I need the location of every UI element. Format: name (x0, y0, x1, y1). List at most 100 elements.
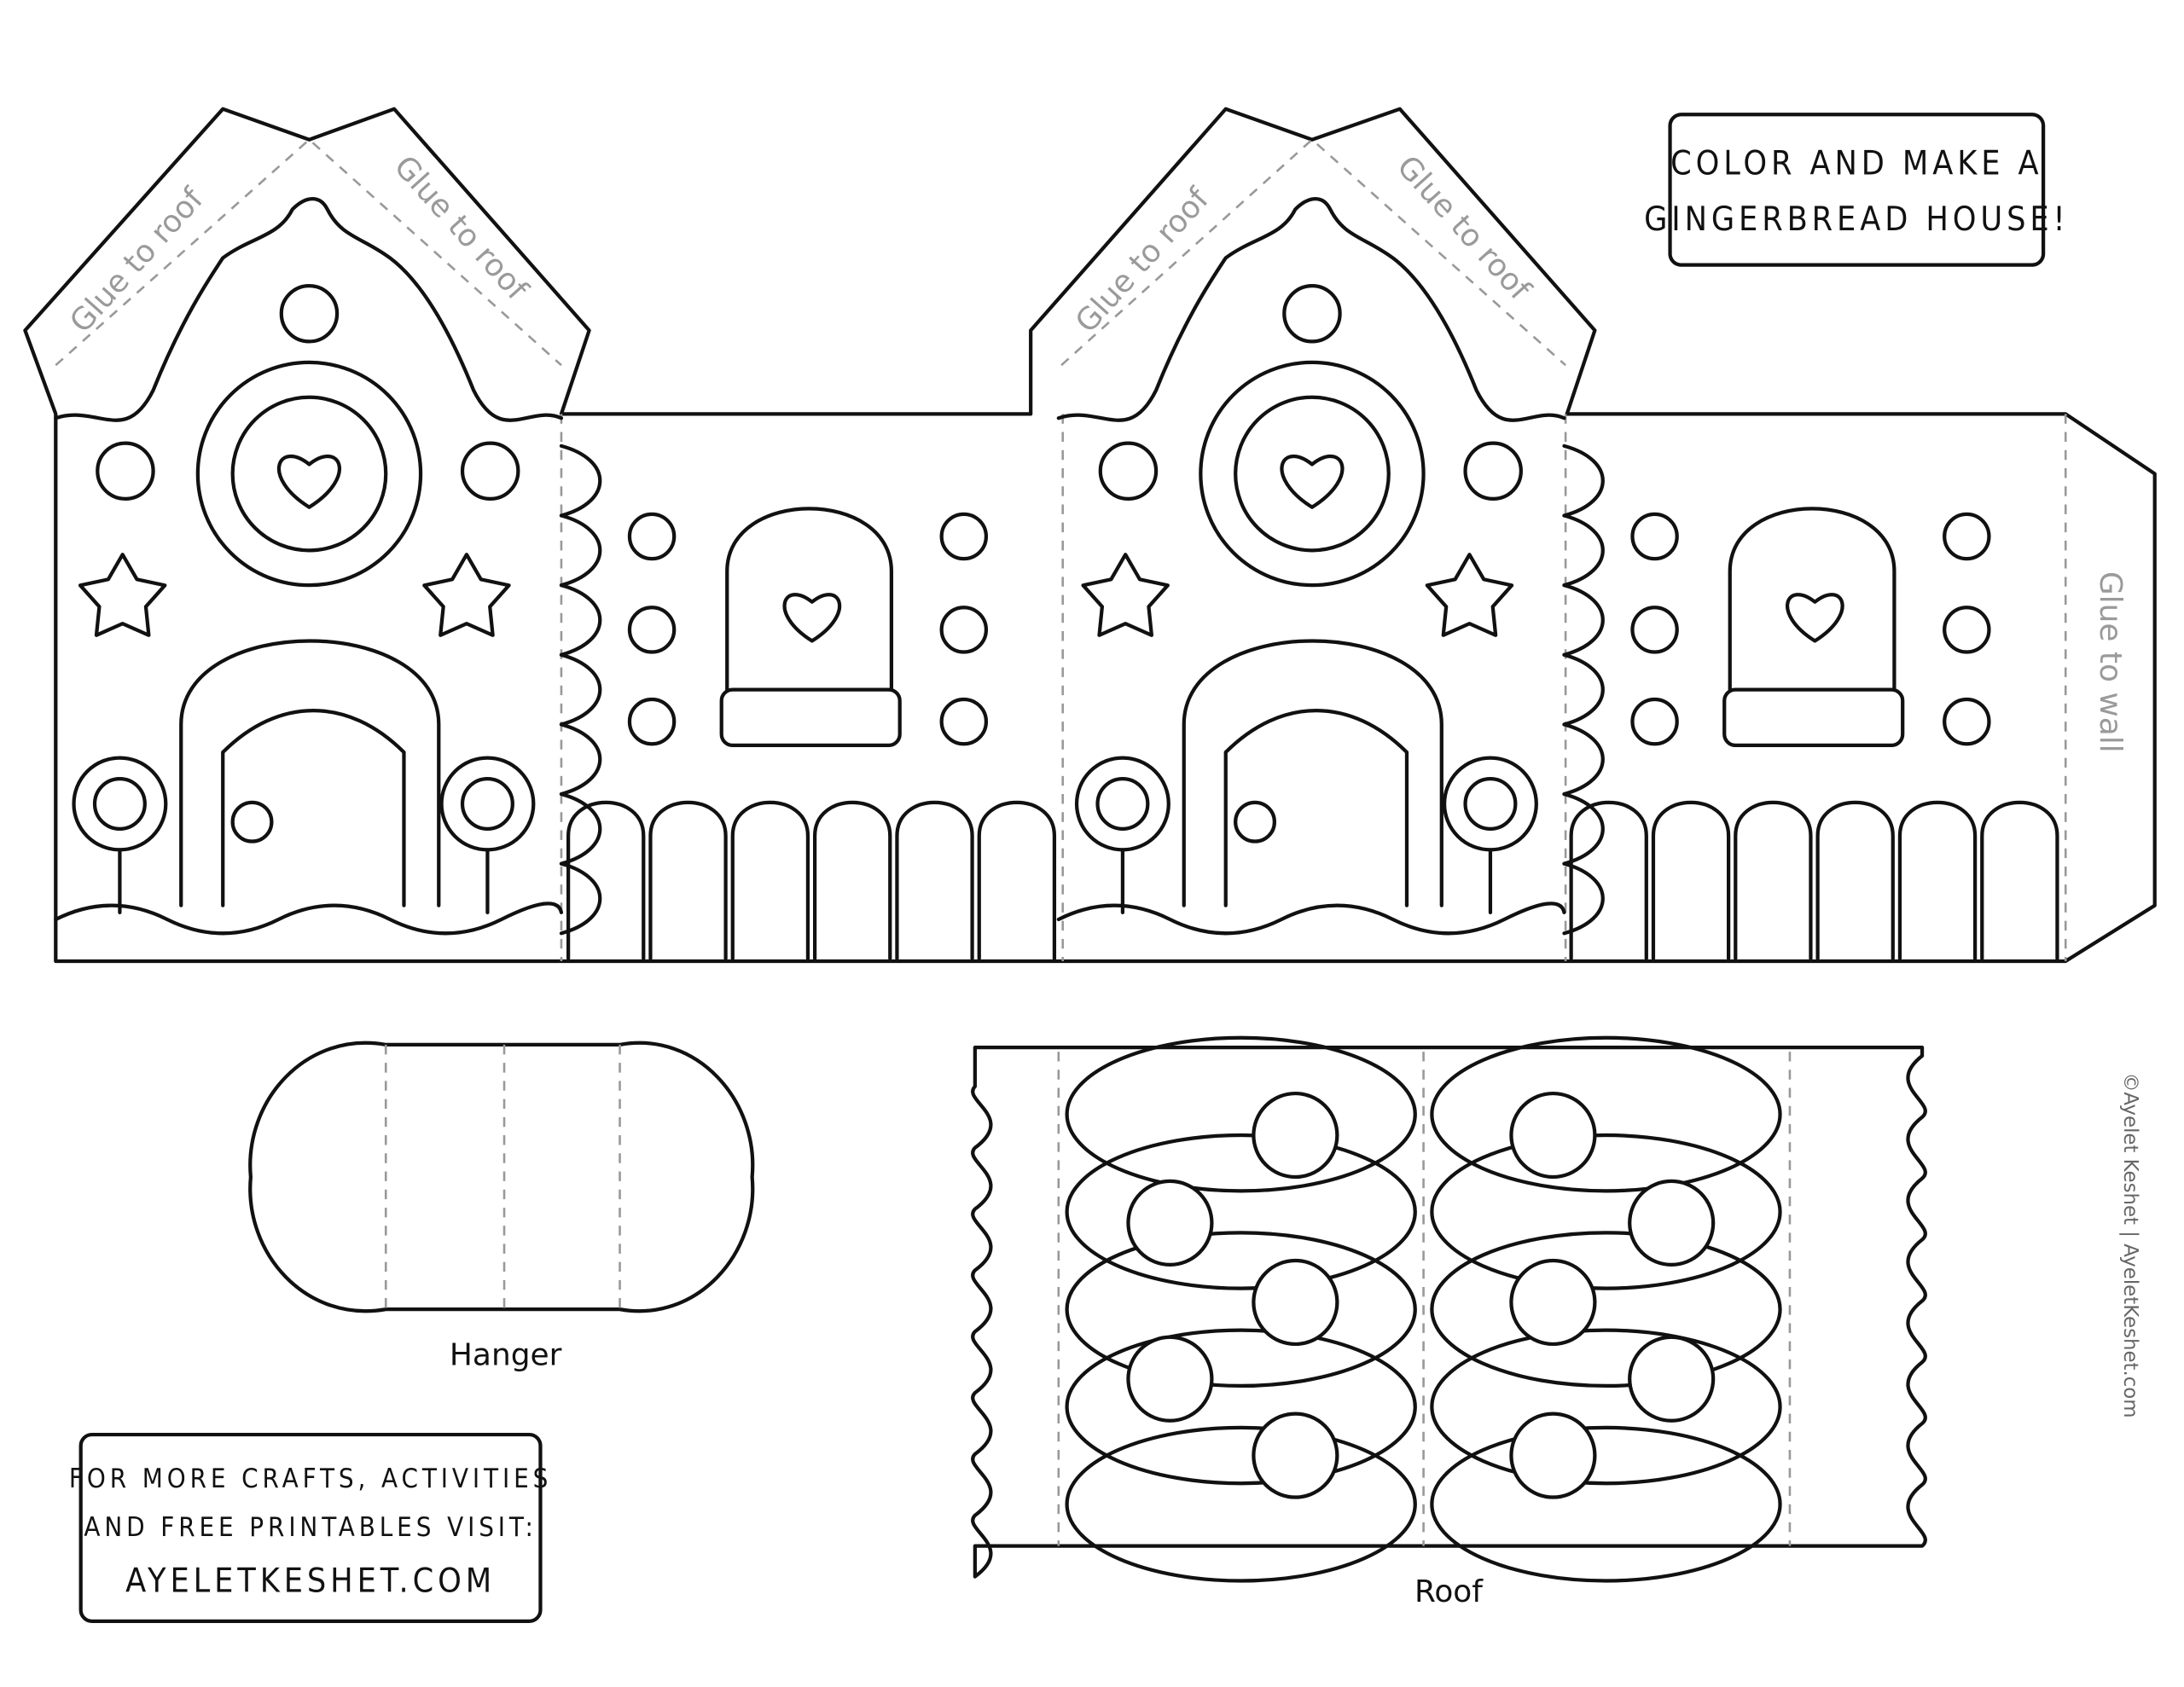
decor-circle (939, 697, 989, 746)
decor-circle (279, 284, 340, 344)
fence-post (1734, 800, 1813, 960)
door (1223, 709, 1409, 907)
roof-scale (1430, 1328, 1782, 1486)
candy-dot (1252, 1091, 1339, 1180)
door-knob (1234, 800, 1276, 844)
candy-dot (1628, 1179, 1716, 1267)
wreath-outer (1199, 360, 1426, 588)
fence-post (1651, 800, 1731, 960)
window-sill (719, 687, 902, 748)
fence-post (977, 800, 1057, 960)
corner-icing (1562, 861, 1605, 936)
decor-circle (627, 606, 677, 654)
corner-icing (559, 791, 602, 866)
lollipop (439, 756, 536, 852)
candy-dot (1126, 1179, 1214, 1267)
decor-circle (1098, 441, 1159, 501)
fence-post (1815, 800, 1895, 960)
corner-icing (1562, 722, 1605, 797)
candy-dot (1509, 1258, 1597, 1347)
fence-post (648, 800, 728, 960)
decor-circle (96, 441, 155, 501)
roof-scale (1430, 1035, 1782, 1193)
corner-icing (559, 861, 602, 936)
house-decorations (54, 196, 2059, 960)
copyright: ©Ayelet Keshet | AyeletKeshet.com (2119, 1073, 2141, 1418)
hanger-piece (248, 1041, 755, 1313)
fence-post (730, 800, 810, 960)
title-line-2: GINGERBREAD HOUSE! (1644, 200, 2069, 239)
door-arch (179, 639, 441, 907)
fence-post (1980, 800, 2059, 960)
corner-icing (1562, 513, 1605, 588)
star-icon (78, 553, 167, 637)
lollipop-swirl (460, 776, 514, 831)
window-sill (1722, 687, 1905, 748)
window-frame (1728, 507, 1896, 692)
roof-piece (971, 1035, 1927, 1583)
wreath-outer (195, 360, 423, 588)
roof-scale (1065, 1425, 1417, 1583)
wreath-inner (230, 395, 388, 553)
promo-line-3: AYELETKESHET.COM (125, 1562, 496, 1601)
corner-icing (1562, 583, 1605, 657)
fence-post (1569, 800, 1648, 960)
door-arch (1182, 639, 1443, 907)
fold-lines (55, 137, 2067, 961)
lollipop (1074, 756, 1170, 852)
star-icon (1425, 553, 1514, 637)
snow-line (1056, 901, 1566, 936)
roof-scale (1430, 1133, 1782, 1290)
decor-circle (1630, 512, 1679, 561)
fence-post (812, 800, 892, 960)
corner-icing (559, 583, 602, 657)
corner-icing (559, 513, 602, 588)
decor-circle (1630, 606, 1679, 654)
window-frame (725, 507, 894, 692)
roof-label: Roof (1414, 1574, 1484, 1609)
fence-post (895, 800, 974, 960)
door (221, 709, 406, 907)
icing-line (54, 196, 564, 422)
corner-icing (559, 722, 602, 797)
roof-scale (1065, 1231, 1417, 1388)
lollipop (1442, 756, 1538, 852)
decor-circle (460, 441, 520, 501)
lollipop-swirl (1463, 776, 1518, 831)
corner-icing (1562, 791, 1605, 866)
decor-circle (939, 512, 989, 561)
decor-circle (939, 606, 989, 654)
candy-dot (1252, 1258, 1339, 1347)
candy-dot (1126, 1335, 1214, 1423)
promo-line-1: FOR MORE CRAFTS, ACTIVITIES (69, 1464, 552, 1494)
decor-circle (1282, 284, 1342, 344)
corner-icing (1562, 652, 1605, 727)
candy-dot (1628, 1335, 1716, 1423)
decor-circle (1943, 512, 1991, 561)
promo-line-2: AND FREE PRINTABLES VISIT: (84, 1512, 537, 1543)
icing-line (1056, 196, 1566, 422)
decor-circle (1943, 606, 1991, 654)
candy-dot (1509, 1412, 1597, 1499)
heart-icon (1786, 593, 1844, 643)
heart-icon (782, 593, 842, 643)
decor-circle (1943, 697, 1991, 746)
candy-dot (1252, 1412, 1339, 1499)
star-icon (422, 553, 511, 637)
decor-circle (1630, 697, 1679, 746)
wreath-inner (1234, 395, 1391, 553)
decor-circle (1463, 441, 1523, 501)
promo-box (78, 1432, 543, 1623)
snow-line (54, 901, 564, 936)
roof-scale (1065, 1328, 1417, 1486)
roof-scale (1430, 1231, 1782, 1388)
title-line-1: COLOR AND MAKE A (1670, 145, 2042, 183)
decor-circle (627, 512, 677, 561)
lollipop-swirl (92, 776, 147, 831)
roof-scale (1430, 1425, 1782, 1583)
hanger-label: Hanger (450, 1337, 562, 1372)
fence-post (1897, 800, 1978, 960)
corner-icing (559, 443, 602, 518)
roof-scale (1065, 1035, 1417, 1193)
